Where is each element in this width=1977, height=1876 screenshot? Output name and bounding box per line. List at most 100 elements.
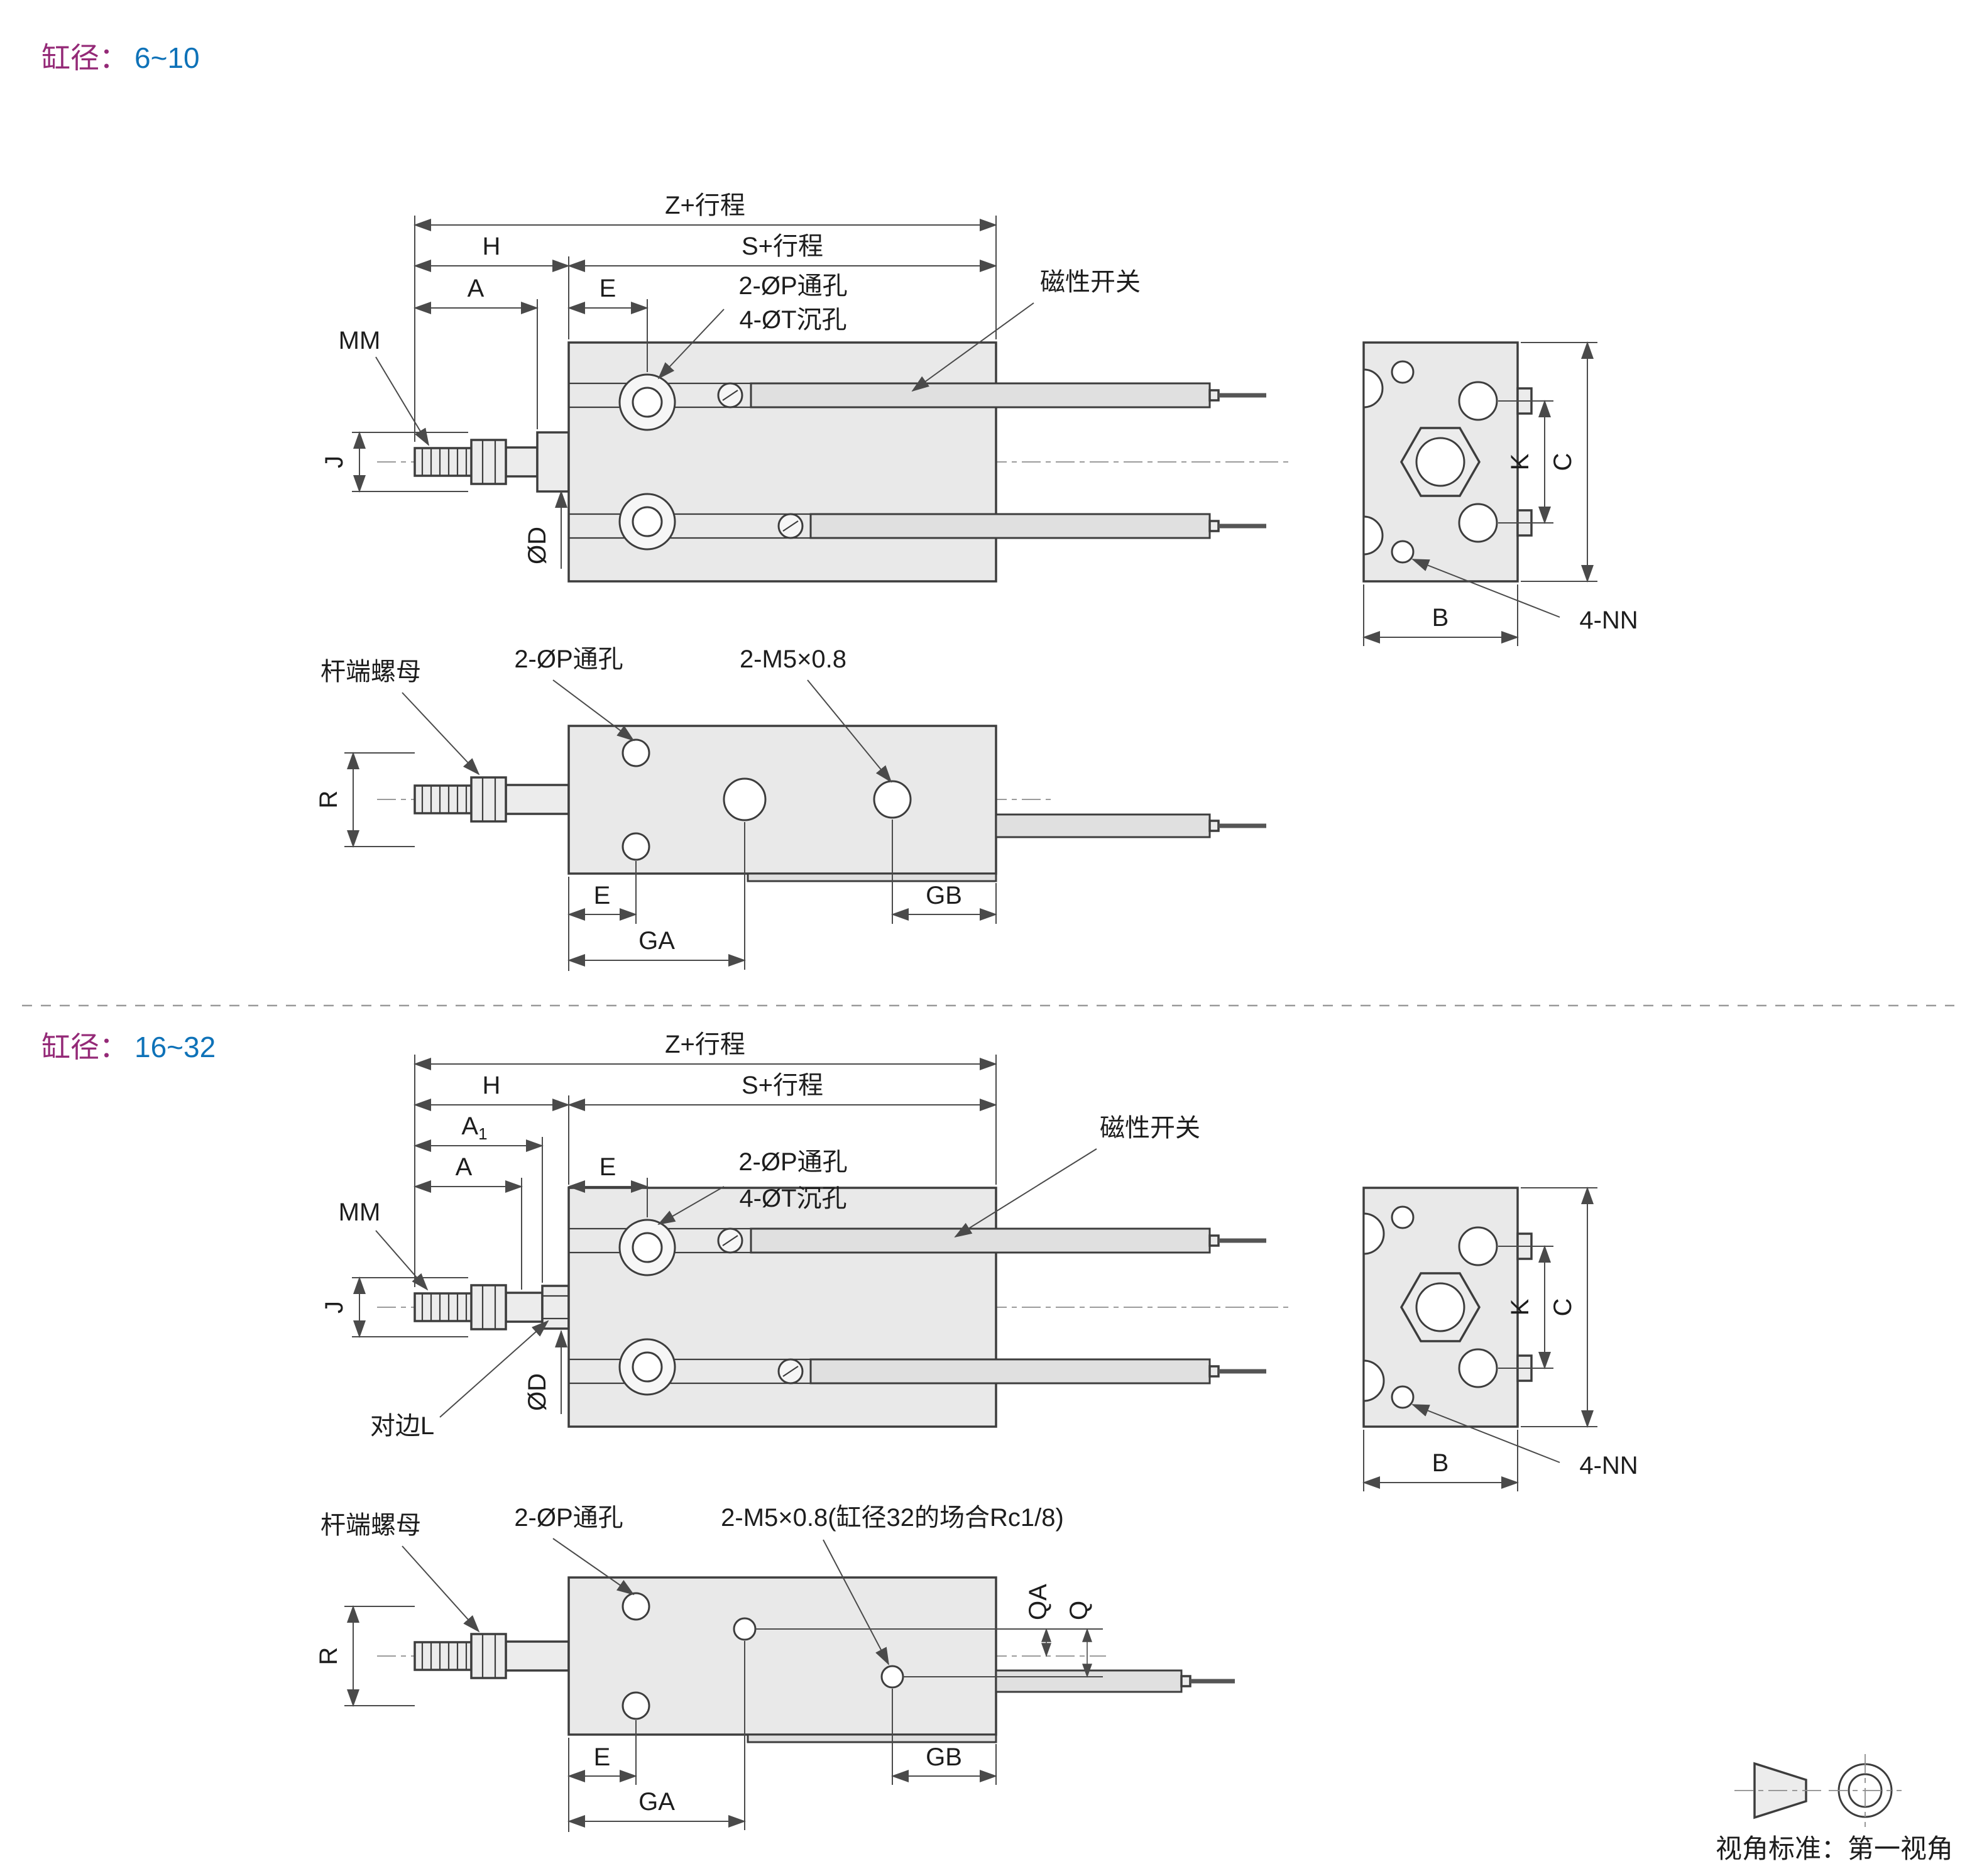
dim-r: R: [315, 1647, 342, 1665]
rod-hole: [1415, 1282, 1465, 1332]
bore-value: 6~10: [134, 41, 200, 74]
dim-ga: GA: [638, 1788, 675, 1816]
label-mm: MM: [339, 1199, 381, 1226]
port-hole-top: [632, 387, 663, 418]
switch-rail: [995, 813, 1211, 838]
dim-e-bottom: E: [594, 882, 611, 909]
port-hole-bottom: [632, 506, 663, 537]
air-port-left: [733, 1617, 757, 1641]
dim-e: E: [600, 275, 616, 302]
rail-groove-plate: [747, 872, 997, 882]
air-port-left: [723, 777, 767, 821]
dim-a: A: [456, 1153, 473, 1181]
label-p-through-hole: 2-ØP通孔: [738, 272, 847, 300]
dim-a: A: [468, 275, 485, 302]
section-title-16-32: 缸径：16~32: [41, 1031, 216, 1063]
label-magnetic-switch: 磁性开关: [1040, 268, 1141, 296]
switch-rail: [995, 1669, 1183, 1693]
rod-boss: [536, 431, 570, 493]
dim-h: H: [483, 233, 501, 260]
dim-z-stroke: Z+行程: [665, 192, 745, 219]
dim-j: J: [320, 1301, 348, 1314]
dim-k: K: [1506, 1298, 1534, 1315]
bottom-view-6-10: [377, 725, 1266, 882]
dim-c: C: [1549, 1298, 1577, 1317]
rod-nut: [470, 1284, 507, 1330]
dim-k: K: [1506, 453, 1534, 470]
p-hole-bottom: [622, 1691, 650, 1720]
nn-hole-top: [1391, 360, 1415, 384]
dim-s-stroke: S+行程: [742, 1072, 823, 1099]
switch-rail-bottom: [809, 1358, 1211, 1385]
rod-hole: [1415, 437, 1465, 487]
switch-rail-top: [750, 382, 1211, 409]
end-view-16-32-dimensions: K C B 4-NN: [1362, 1187, 1638, 1491]
dim-a1-sub: 1: [478, 1124, 487, 1143]
end-view-16-32: [1362, 1187, 1533, 1428]
piston-rod: [505, 1292, 544, 1323]
dim-a1-main: A: [461, 1112, 478, 1140]
piston-rod: [505, 1640, 570, 1672]
dim-j: J: [320, 456, 348, 468]
label-od: ØD: [523, 1373, 551, 1411]
end-view-6-10: [1362, 341, 1533, 583]
bottom-view-16-32-dimensions: 杆端螺母 2-ØP通孔 2-M5×0.8(缸径32的场合Rc1/8) R QA …: [315, 1504, 1103, 1832]
rail-slot-top: [1362, 1212, 1385, 1255]
mount-hole-bottom: [1458, 1348, 1498, 1388]
bottom-view-16-32: [377, 1576, 1235, 1743]
dim-e: E: [600, 1153, 616, 1181]
label-port-thread: 2-M5×0.8: [740, 645, 846, 673]
label-4-nn: 4-NN: [1579, 1452, 1638, 1479]
label-flat-l: 对边L: [370, 1412, 434, 1440]
dim-gb: GB: [926, 1743, 962, 1771]
piston-rod-thread: [413, 784, 473, 815]
label-mm: MM: [339, 327, 381, 354]
rail-groove-plate: [747, 1733, 997, 1743]
dim-gb: GB: [926, 882, 962, 909]
rail-slot-bottom: [1362, 515, 1384, 556]
dim-b: B: [1432, 604, 1449, 632]
side-view-16-32-dimensions: Z+行程 H S+行程 A1 A E 2-ØP通孔 4-ØT沉孔 磁性开关 MM…: [320, 1031, 1200, 1440]
label-t-counterbore: 4-ØT沉孔: [739, 306, 846, 334]
piston-rod: [505, 784, 570, 815]
dim-b: B: [1432, 1449, 1449, 1477]
dim-e-bottom: E: [594, 1743, 611, 1771]
section-bore-16-32: 缸径：16~32: [41, 1031, 1638, 1832]
mount-hole-top: [1458, 381, 1498, 421]
projection-symbol: 视角标准：第一视角: [1716, 1754, 1953, 1863]
label-rod-end-nut: 杆端螺母: [320, 658, 421, 686]
air-port-right: [880, 1665, 904, 1689]
side-view-16-32: [377, 1187, 1288, 1428]
label-p-through-hole-bottom: 2-ØP通孔: [514, 1504, 623, 1532]
dim-h: H: [483, 1072, 501, 1099]
bottom-view-6-10-dimensions: 杆端螺母 2-ØP通孔 2-M5×0.8 R E GA GB: [315, 645, 997, 971]
dim-ga: GA: [638, 927, 675, 955]
dim-c: C: [1549, 453, 1577, 471]
p-hole-bottom: [622, 832, 650, 861]
dim-q: Q: [1065, 1601, 1093, 1620]
dim-a1: A1: [461, 1112, 487, 1143]
mount-hole-top: [1458, 1226, 1498, 1266]
label-magnetic-switch: 磁性开关: [1100, 1114, 1200, 1142]
dim-z-stroke: Z+行程: [665, 1031, 745, 1058]
label-p-through-hole: 2-ØP通孔: [738, 1148, 847, 1176]
bore-label: 缸径：: [41, 41, 128, 74]
label-t-counterbore: 4-ØT沉孔: [739, 1185, 846, 1212]
label-4-nn: 4-NN: [1579, 606, 1638, 634]
bore-label: 缸径：: [41, 1031, 128, 1063]
label-p-through-hole-bottom: 2-ØP通孔: [514, 645, 623, 673]
nn-hole-top: [1391, 1205, 1415, 1229]
air-port-right: [873, 780, 912, 819]
port-hole-top: [632, 1232, 663, 1263]
view-standard-note: 视角标准：第一视角: [1716, 1834, 1953, 1863]
switch-rail-bottom: [809, 513, 1211, 539]
side-view-6-10-dimensions: Z+行程 H S+行程 A E 2-ØP通孔 4-ØT沉孔 磁性开关 MM J …: [320, 192, 1141, 569]
mount-hole-bottom: [1458, 503, 1498, 543]
dim-r: R: [315, 791, 342, 809]
rod-nut: [470, 439, 507, 485]
side-view-6-10: [377, 341, 1288, 583]
port-hole-bottom: [632, 1351, 663, 1383]
piston-rod-thread: [413, 1641, 473, 1671]
